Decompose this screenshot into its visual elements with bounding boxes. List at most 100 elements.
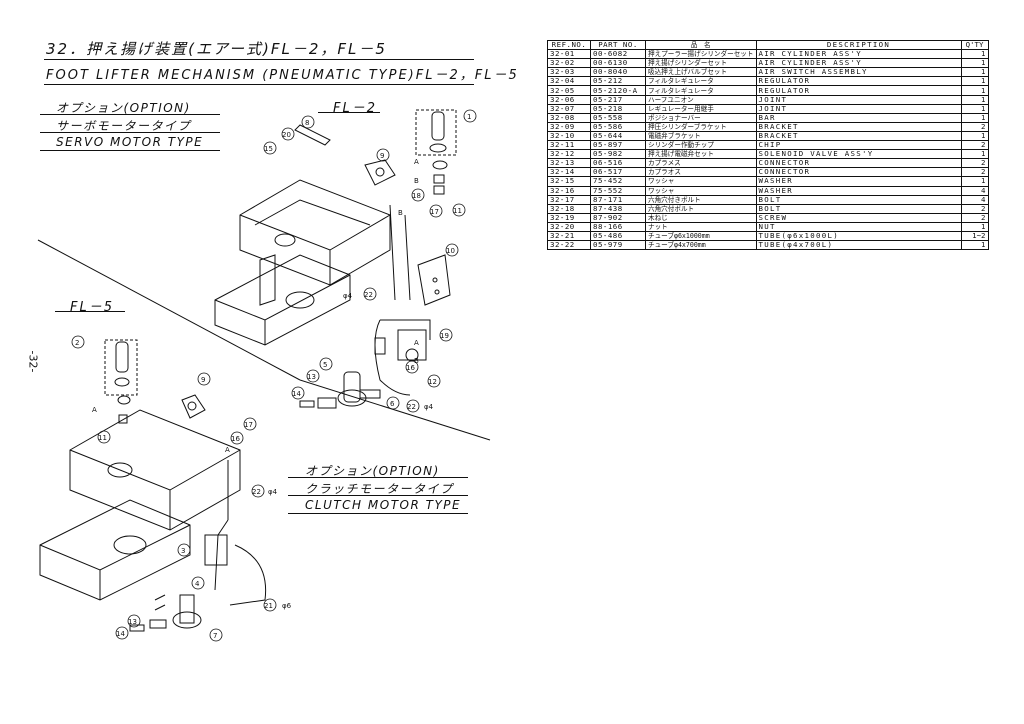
svg-text:22: 22 (252, 488, 261, 496)
svg-text:18: 18 (412, 192, 421, 200)
fl5-cylinder-assembly (104, 339, 138, 424)
cell-qty: 4 (960, 194, 989, 205)
label-a: A (414, 158, 419, 166)
page-title-jp: 32．押え揚げ装置(エアー式)FL－2，FL－5 (46, 40, 387, 58)
title-underline (44, 59, 474, 60)
fl2-bracket (364, 159, 396, 186)
cell-qty: 2 (960, 212, 989, 223)
label-phi6: φ6 (282, 602, 292, 610)
label-b-2: B (398, 209, 403, 217)
cell-ref: 32-05 (547, 85, 591, 96)
fl2-motor-en-rule (40, 150, 220, 151)
cell-name-jp: ワッシャ (645, 185, 757, 196)
fl2-bar (294, 124, 331, 146)
cell-ref: 32-04 (547, 76, 591, 87)
cell-part: 75-552 (590, 185, 646, 196)
fl5-regulator (179, 594, 195, 624)
fl2-solenoid-bracket (417, 254, 451, 306)
svg-text:14: 14 (116, 630, 125, 638)
fl5-machine-body (39, 409, 241, 601)
svg-text:14: 14 (292, 390, 301, 398)
svg-text:2: 2 (75, 339, 79, 347)
cell-name-jp: 押圧シリンダーブラケット (645, 121, 757, 132)
cell-name-jp: シリンダー作動チップ (645, 140, 757, 151)
cell-ref: 32-06 (547, 94, 591, 105)
fl2-regulator (299, 371, 381, 409)
cell-name-jp: ワッシャ (645, 176, 757, 187)
cell-ref: 32-19 (547, 212, 591, 223)
svg-text:3: 3 (181, 547, 185, 555)
exploded-diagram: 1 8 20 15 9 18 17 11 10 22 19 5 13 14 16… (37, 109, 491, 642)
parts-table: REF.NO. PART NO. 品 名 DESCRIPTION Q'TY 32… (547, 39, 989, 251)
fl2-cylinder-assembly (415, 109, 457, 195)
cell-desc: JOINT (755, 94, 962, 105)
cell-part: 05-212 (590, 76, 646, 87)
cell-desc: WASHER (755, 185, 962, 196)
cell-qty: 1 (960, 85, 989, 96)
fl2-tube (389, 204, 396, 301)
fl5-motor-en-rule (288, 513, 468, 514)
fl2-label-rule (318, 112, 380, 113)
cell-ref: 32-16 (547, 185, 591, 196)
cell-name-jp: 六角穴付きボルト (645, 194, 757, 205)
cell-name-jp: 吸込押え上げバルブセット (645, 67, 757, 78)
cell-qty: 2 (960, 203, 989, 214)
cell-part: 05-2120-A (590, 85, 646, 96)
label-a-2: A (414, 339, 419, 347)
cell-ref: 32-17 (547, 194, 591, 205)
label-a-4: A (225, 446, 230, 454)
svg-text:17: 17 (430, 208, 439, 216)
cell-part: 87-438 (590, 203, 646, 214)
fl2-tube-2 (380, 319, 431, 340)
cell-desc: REGULATOR (755, 76, 962, 87)
cell-qty: 1 (960, 112, 989, 123)
fl2-option-label: オプション(OPTION) (56, 101, 191, 115)
cell-name-jp: 六角穴付ボルト (645, 203, 757, 214)
cell-part: 05-558 (590, 112, 646, 123)
cell-ref: 32-08 (547, 112, 591, 123)
fl2-motor-jp: サーボモータータイプ (56, 119, 192, 133)
cell-qty: 1 (960, 103, 989, 114)
fl5-air-switch (204, 534, 228, 566)
cell-qty: 1 (960, 76, 989, 87)
label-b: B (414, 177, 419, 185)
cell-desc: BRACKET (755, 130, 962, 142)
col-name-jp: 品 名 (645, 39, 757, 51)
cell-ref: 32-15 (547, 176, 591, 187)
svg-text:10: 10 (446, 247, 455, 255)
callout-bubbles: 1 8 20 15 9 18 17 11 10 22 19 5 13 14 16… (71, 109, 477, 642)
fl2-motor-rule (40, 132, 220, 133)
cell-desc: BOLT (755, 203, 962, 214)
cell-part: 05-979 (590, 240, 646, 251)
svg-text:19: 19 (440, 332, 449, 340)
cell-name-jp: 木ねじ (645, 212, 757, 223)
fl5-option-label: オプション(OPTION) (305, 464, 440, 478)
fl5-motor-rule (288, 495, 468, 496)
svg-text:8: 8 (305, 119, 309, 127)
label-a-3: A (92, 406, 97, 414)
cell-part: 75-452 (590, 176, 646, 187)
cell-ref: 32-22 (547, 240, 591, 251)
cell-part: 00-8040 (590, 67, 646, 78)
page-title-en: FOOT LIFTER MECHANISM (PNEUMATIC TYPE)FL… (46, 68, 519, 83)
fl5-option-rule (288, 477, 468, 478)
cell-part: 87-171 (590, 194, 646, 205)
cell-name-jp: ポジショナーバー (645, 112, 757, 123)
svg-text:5: 5 (323, 361, 327, 369)
svg-text:11: 11 (98, 434, 107, 442)
fl2-option-rule (40, 114, 220, 115)
cell-name-jp: チューブφ6x1000mm (645, 230, 757, 242)
